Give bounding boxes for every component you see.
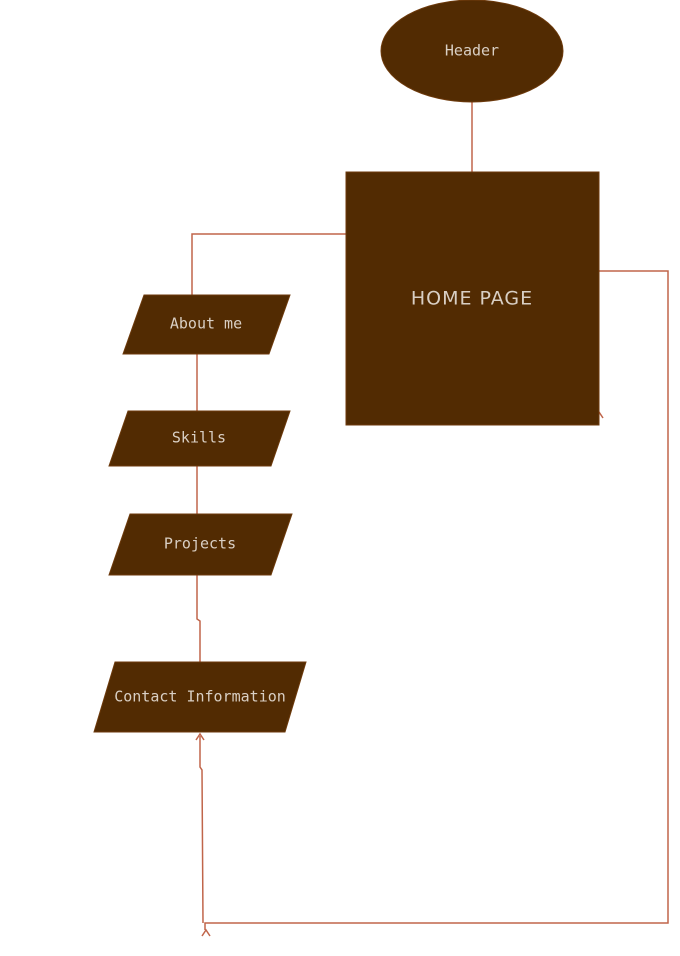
about-me-label: About me	[170, 315, 242, 333]
node-contact-information[interactable]: Contact Information	[93, 661, 307, 733]
contact-information-label: Contact Information	[114, 688, 286, 706]
header-label: Header	[445, 42, 499, 60]
node-skills[interactable]: Skills	[108, 410, 291, 467]
node-projects[interactable]: Projects	[108, 513, 293, 576]
home-page-label: HOME PAGE	[411, 288, 533, 310]
skills-parallelogram	[108, 410, 291, 467]
node-about-me[interactable]: About me	[122, 294, 291, 355]
edge-projects-to-contact-information	[196, 575, 201, 673]
edge-home-page-to-contact-information	[199, 270, 669, 930]
home-page-rectangle	[345, 171, 600, 426]
about-me-parallelogram	[122, 294, 291, 355]
header-ellipse	[380, 0, 564, 103]
contact-information-parallelogram	[93, 661, 307, 733]
skills-label: Skills	[172, 429, 226, 447]
node-home-page[interactable]: HOME PAGE	[345, 171, 600, 426]
arrowhead-loop-to-contact	[195, 732, 205, 741]
projects-parallelogram	[108, 513, 293, 576]
node-header[interactable]: Header	[380, 0, 564, 103]
arrowhead-loop-bottom	[201, 928, 211, 937]
edge-home-page-to-about-me	[191, 233, 346, 295]
projects-label: Projects	[164, 535, 236, 553]
